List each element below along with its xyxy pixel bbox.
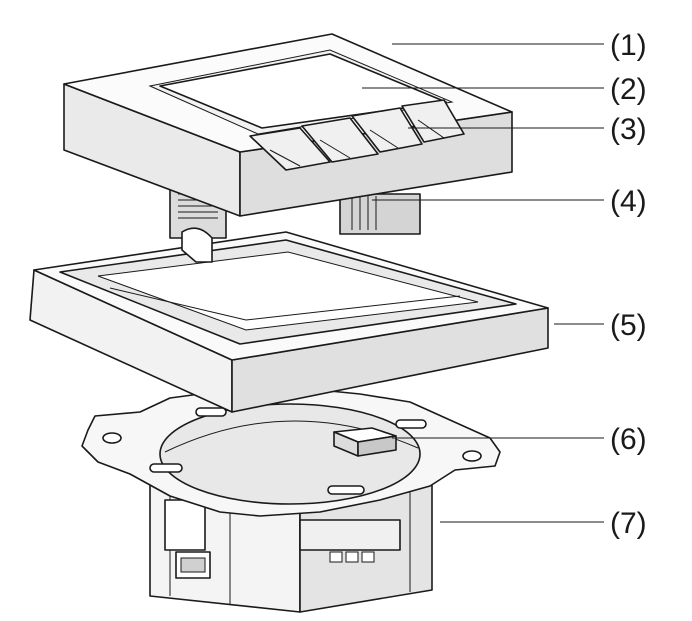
screw-hole-right xyxy=(462,450,482,462)
mounting-clips xyxy=(169,185,421,263)
callout-labels: (1) (2) (3) (4) (5) (6) (7) xyxy=(610,29,647,540)
callout-1: (1) xyxy=(610,29,647,62)
support-ring xyxy=(81,387,501,517)
terminal-block xyxy=(329,551,375,563)
screw-hole-left xyxy=(102,432,122,444)
leader-lines xyxy=(362,43,604,523)
callout-3: (3) xyxy=(610,113,647,146)
callout-2: (2) xyxy=(610,73,647,106)
intermediate-frame xyxy=(29,231,549,413)
connector-socket xyxy=(333,427,397,457)
callout-5: (5) xyxy=(610,309,647,342)
rocker-buttons xyxy=(249,99,465,171)
callout-7: (7) xyxy=(610,507,647,540)
callout-4: (4) xyxy=(610,185,647,218)
callout-6: (6) xyxy=(610,423,647,456)
